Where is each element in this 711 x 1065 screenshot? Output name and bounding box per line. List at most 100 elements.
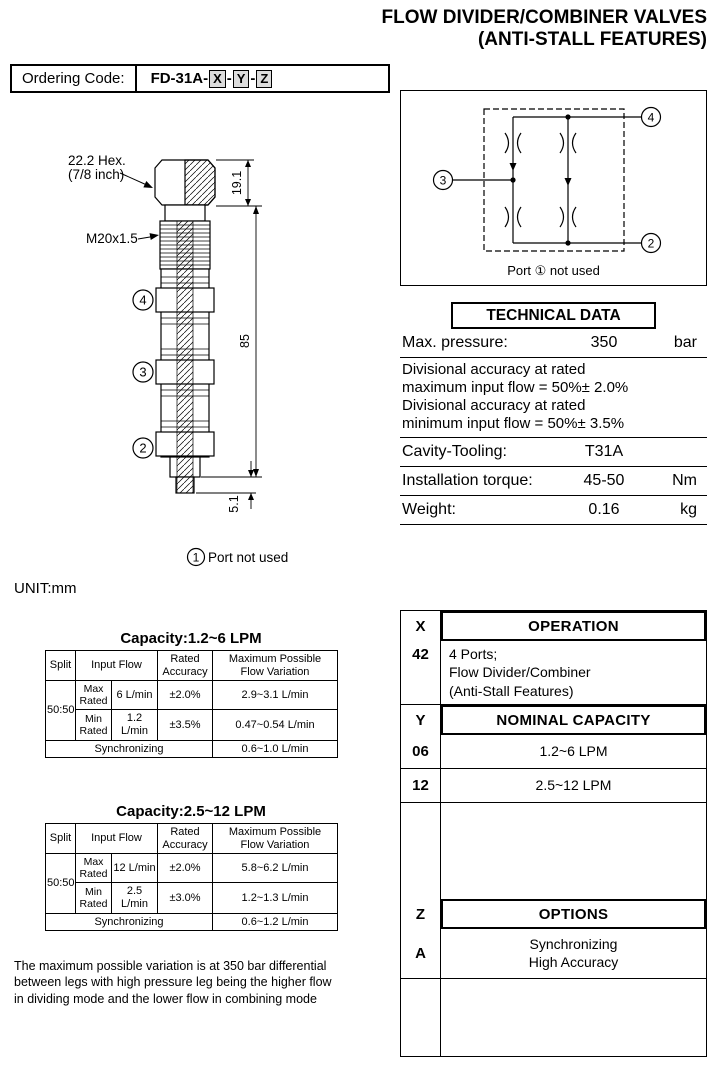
hydraulic-schematic: 4 2 3 (432, 106, 662, 254)
cell-max-flow: 6 L/min (111, 680, 158, 711)
cell-max-variation: 5.8~6.2 L/min (212, 853, 338, 884)
title-line-1: FLOW DIVIDER/COMBINER VALVES (381, 7, 707, 28)
cell-min-accuracy: ±3.0% (157, 882, 213, 914)
x-code: X (401, 611, 441, 641)
header-rated-accuracy: Rated Accuracy (157, 822, 213, 855)
schematic-dashed-boundary (483, 108, 625, 252)
ordering-code-sep1: - (226, 70, 232, 87)
cavity-row: Cavity-Tooling: T31A (400, 438, 707, 467)
cell-max-accuracy: ±2.0% (157, 680, 213, 711)
cell-sync-value: 0.6~1.0 L/min (212, 739, 338, 759)
capacity-2-sync-row: Synchronizing 0.6~1.2 L/min (45, 912, 338, 932)
max-pressure-unit: bar (673, 334, 697, 351)
header-split: Split (45, 649, 76, 682)
technical-data-title: TECHNICAL DATA (451, 302, 656, 329)
torque-value: 45-50 (583, 472, 625, 489)
operation-item-desc: 4 Ports; Flow Divider/Combiner (Anti-Sta… (449, 646, 591, 699)
ordering-options-table: X OPERATION 42 4 Ports; Flow Divider/Com… (400, 610, 707, 1057)
max-pressure-label: Max. pressure: (402, 334, 508, 351)
cavity-label: Cavity-Tooling: (402, 443, 507, 460)
hex-label-line1: 22.2 Hex. (68, 153, 126, 168)
dim-85: 85 (238, 334, 252, 348)
title-line-2: (ANTI-STALL FEATURES) (477, 29, 707, 51)
ordering-code-prefix: FD-31A- (150, 70, 209, 87)
header-split: Split (45, 822, 76, 855)
spool-hatch (176, 220, 194, 494)
port1-circle (186, 547, 206, 567)
port2-number: 2 (139, 441, 146, 456)
capacity-1-sync-row: Synchronizing 0.6~1.0 L/min (45, 739, 338, 759)
port4-number: 4 (139, 293, 146, 308)
schem-port3-number: 3 (440, 174, 447, 188)
header-input-flow: Input Flow (75, 649, 158, 682)
port1-number: 1 (193, 551, 200, 565)
operation-item-code: 42 (401, 641, 441, 704)
leader-arrowheads (143, 181, 159, 241)
operation-item-row: 42 4 Ports; Flow Divider/Combiner (Anti-… (401, 641, 706, 705)
capacity-2-title: Capacity:2.5~12 LPM (116, 803, 266, 820)
hex-label-line2: (7/8 inch) (68, 167, 124, 182)
junction-dot-inlet (510, 177, 516, 183)
hex-head-hatch (184, 159, 216, 206)
z-code: Z (401, 899, 441, 929)
header-flow-variation: Maximum Possible Flow Variation (212, 649, 338, 682)
junction-dot-top (565, 114, 571, 120)
weight-unit: kg (680, 501, 697, 518)
cell-min-rated: Min Rated (75, 709, 112, 741)
port2-circle (132, 437, 154, 459)
cell-split: 50:50 (45, 680, 76, 741)
capacity-1-title: Capacity:1.2~6 LPM (120, 630, 262, 647)
capacity-1-header-row: Split Input Flow Rated Accuracy Maximum … (45, 649, 338, 682)
flow-arrow-left (509, 163, 517, 171)
capacity-1-max-row: 50:50 Max Rated 6 L/min ±2.0% 2.9~3.1 L/… (45, 680, 338, 741)
options-item-row: A Synchronizing High Accuracy (401, 929, 706, 979)
dimension-lines (196, 159, 262, 509)
weight-row: Weight: 0.16 kg (400, 496, 707, 525)
flow-arrow-right (564, 178, 572, 186)
dimension-arrows (245, 160, 259, 500)
ordering-code-label: Ordering Code: (12, 66, 137, 91)
max-pressure-value: 350 (590, 334, 618, 351)
dim-5-1: 5.1 (227, 495, 241, 512)
capacity-item-row-06: 06 1.2~6 LPM (401, 735, 706, 769)
schem-port2-number: 2 (648, 237, 655, 251)
cell-min-variation: 0.47~0.54 L/min (212, 709, 338, 741)
torque-label: Installation torque: (402, 472, 533, 489)
page-title: FLOW DIVIDER/COMBINER VALVES (ANTI-STALL… (382, 7, 707, 52)
weight-value: 0.16 (588, 501, 620, 518)
cell-max-flow: 12 L/min (111, 853, 158, 884)
capacity-item-code-12: 12 (401, 769, 441, 802)
junction-dot-bottom (565, 240, 571, 246)
spacer-code-col-1 (401, 803, 441, 899)
options-title: OPTIONS (441, 899, 706, 929)
cell-max-rated: Max Rated (75, 853, 112, 884)
cell-min-accuracy: ±3.5% (157, 709, 213, 741)
schematic-box: 4 2 3 Port ① not used (400, 90, 707, 286)
schem-port2-circle (640, 232, 662, 254)
cell-max-variation: 2.9~3.1 L/min (212, 680, 338, 711)
schematic-note: Port ① not used (507, 263, 600, 278)
ordering-code-sep2: - (250, 70, 256, 87)
ordering-code-x: X (209, 69, 226, 88)
capacity-item-code-06: 06 (401, 735, 441, 768)
capacity-2-max-row: 50:50 Max Rated 12 L/min ±2.0% 5.8~6.2 L… (45, 853, 338, 914)
cell-sync-label: Synchronizing (45, 912, 213, 932)
capacity-item-row-12: 12 2.5~12 LPM (401, 769, 706, 803)
spacer-desc-col-2 (441, 979, 706, 1056)
port3-number: 3 (139, 365, 146, 380)
orifice-symbols (504, 132, 577, 228)
cell-split: 50:50 (45, 853, 76, 914)
cell-max-rated: Max Rated (75, 680, 112, 711)
torque-unit: Nm (672, 472, 697, 489)
capacity-table-1: Capacity:1.2~6 LPM Split Input Flow Rate… (45, 630, 338, 759)
unit-label: UNIT:mm (14, 580, 77, 597)
capacity-2-header-row: Split Input Flow Rated Accuracy Maximum … (45, 822, 338, 855)
spacer-desc-col-1 (441, 803, 706, 899)
port1-note: Port not used (208, 550, 288, 565)
thread-label: M20x1.5 (86, 231, 138, 246)
cavity-value: T31A (584, 443, 624, 460)
x-header-row: X OPERATION (401, 611, 706, 641)
cell-min-flow: 1.2 L/min (111, 709, 158, 741)
ordering-code-value: FD-31A- X - Y - Z (137, 66, 274, 91)
technical-data-section: TECHNICAL DATA Max. pressure: 350 bar Di… (400, 302, 707, 525)
